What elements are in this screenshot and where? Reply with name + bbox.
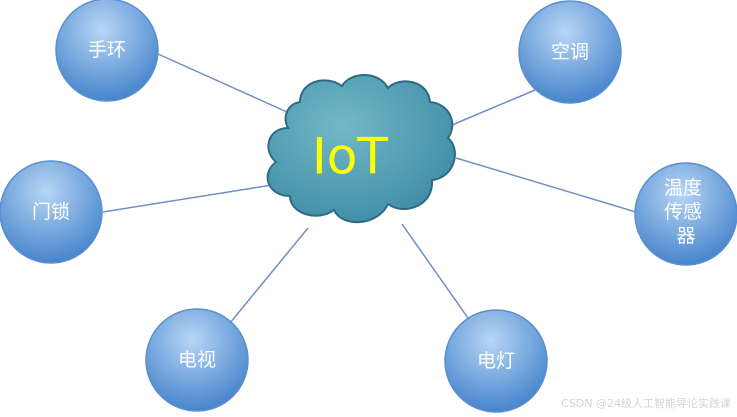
- node-door-lock-label-line-1: 门锁: [32, 201, 70, 223]
- connector-ac: [451, 89, 536, 126]
- iot-cloud: IoT: [266, 74, 456, 224]
- node-temp-sensor-circle: [634, 162, 737, 266]
- node-door-lock-label: 门锁: [32, 201, 70, 223]
- node-temp-sensor-label-line-3: 器: [676, 225, 695, 247]
- node-tv-label-line-1: 电视: [178, 349, 216, 371]
- node-tv-label: 电视: [178, 349, 216, 371]
- node-tv: 电视: [145, 308, 249, 412]
- node-lamp: 电灯: [444, 309, 548, 413]
- node-bracelet-label-line-1: 手环: [88, 39, 126, 61]
- connector-temp-sensor: [455, 157, 637, 213]
- node-lamp-circle: [444, 309, 548, 413]
- cloud-shape: [266, 74, 456, 224]
- connector-tv: [229, 227, 309, 324]
- node-temp-sensor: 温度 传感 器: [634, 162, 737, 266]
- node-bracelet-circle: [55, 0, 159, 102]
- hub-label: IoT: [312, 128, 388, 186]
- node-ac: 空调: [518, 0, 622, 104]
- node-lamp-label: 电灯: [477, 350, 515, 372]
- node-ac-circle: [518, 0, 622, 104]
- node-temp-sensor-label-line-1: 温度: [664, 177, 702, 199]
- node-temp-sensor-label-line-2: 传感: [664, 201, 702, 223]
- node-ac-label: 空调: [551, 41, 589, 63]
- node-tv-circle: [145, 308, 249, 412]
- connector-lamp: [401, 223, 469, 319]
- node-temp-sensor-label: 温度 传感 器: [664, 177, 708, 247]
- watermark: CSDN @24级人工智能导论实践课: [561, 397, 731, 410]
- node-ac-label-line-1: 空调: [551, 41, 589, 63]
- connector-door-lock: [102, 184, 273, 213]
- node-lamp-label-line-1: 电灯: [477, 350, 515, 372]
- connector-bracelet: [157, 53, 288, 113]
- node-door-lock-circle: [0, 160, 103, 264]
- node-bracelet: 手环: [55, 0, 159, 102]
- connectors: [102, 53, 637, 324]
- node-door-lock: 门锁: [0, 160, 103, 264]
- node-bracelet-label: 手环: [88, 39, 126, 61]
